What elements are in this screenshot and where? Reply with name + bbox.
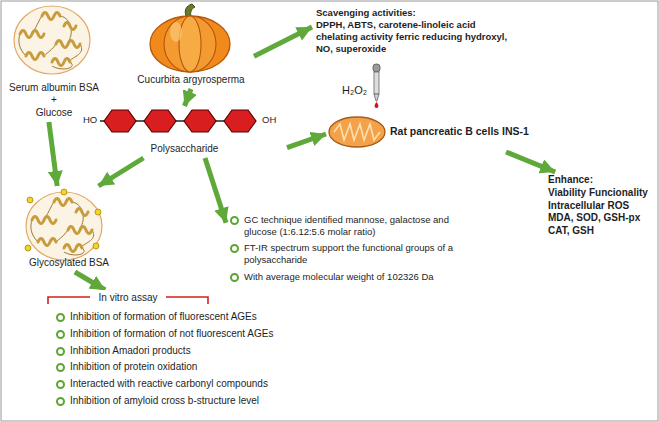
bullet-dot [56,330,65,339]
bullet-dot [56,397,65,406]
reagent-label: H₂O₂ [342,84,367,97]
pumpkin [150,4,230,72]
protein-node: Glycosylated BSA [10,186,128,272]
bullet-item: Interacted with reactive carbonyl compou… [56,378,310,391]
list-text: Inhibition of formation of not fluoresce… [70,328,310,341]
list-text: Inhibition of formation of fluorescent A… [70,311,310,324]
node-body: DPPH, ABTS, carotene-linoleic acid chela… [316,19,518,55]
bullet-item: Inhibition of formation of fluorescent A… [56,311,310,324]
chain-end-label: HO [83,114,97,125]
flow-arrow [49,122,57,186]
glycosylated-protein [25,189,102,260]
assay-label-box: In vitro assay [90,290,166,307]
list-text: With average molecular weight of 102326 … [244,271,472,283]
list-text: FT-IR spectrum support the functional gr… [244,242,472,266]
activity-text-box: Scavenging activities:DPPH, ABTS, carote… [312,5,522,58]
pipette [373,64,380,108]
bullet-item: Inhibition of amyloid cross b-structure … [56,395,310,408]
protein-node: Serum albumin BSA+Glucose [3,4,105,122]
bullet-item: Inhibition Amadori products [56,345,310,358]
node-label: Scavenging activities: [316,7,518,19]
bullet-item: With average molecular weight of 102326 … [230,271,472,283]
node-label: Rat pancreatic B cells INS-1 [390,125,562,138]
bullet-dot [230,216,239,225]
node-label: Enhance: [548,174,652,187]
node-label: Glycosylated BSA [14,257,124,270]
bsa-protein [14,6,90,74]
chain-end-label: OH [262,114,276,125]
list-text: Inhibition of amyloid cross b-structure … [70,395,310,408]
assay-list: Inhibition of formation of fluorescent A… [52,309,314,414]
bullet-dot [56,363,65,372]
flow-arrow [75,272,105,290]
node-label: Serum albumin BSA [7,82,101,95]
flow-arrow [287,134,326,148]
list-text: Inhibition Amadori products [70,345,310,358]
flow-arrow [205,158,226,223]
bullet-item: GC technique identified mannose, galacto… [230,214,472,238]
node-label: Cucurbita argyrosperma [132,74,250,87]
bullet-item: Inhibition of formation of not fluoresce… [56,328,310,341]
polysaccharide-node: Polysaccharide [82,106,287,158]
bullet-item: FT-IR spectrum support the functional gr… [230,242,472,266]
flow-arrow [99,158,144,186]
node-body: + [7,94,101,107]
polysaccharide-chain [100,110,256,132]
bullet-dot [56,347,65,356]
plant-node: Cucurbita argyrosperma [128,3,254,89]
beta-cell [329,117,385,147]
bullet-dot [56,380,65,389]
flow-arrow [185,89,192,106]
list-text: Interacted with reactive carbonyl compou… [70,378,310,391]
effect-text-box: Enhance:Viability Funcionality Intracell… [544,172,656,240]
node-body: Viability Funcionality Intracellular ROS… [548,187,652,238]
cell-node: Rat pancreatic B cells INS-1 [326,112,566,152]
bullet-item: Inhibition of protein oxidation [56,361,310,374]
result-list: GC technique identified mannose, galacto… [226,212,476,289]
node-label: In vitro assay [94,292,162,305]
list-text: Inhibition of protein oxidation [70,361,310,374]
flow-arrow [254,27,312,56]
flow-arrow [506,152,555,172]
bullet-dot [230,273,239,282]
bullet-dot [230,244,239,253]
list-text: GC technique identified mannose, galacto… [244,214,472,238]
node-label: Polysaccharide [86,143,283,156]
bullet-dot [56,313,65,322]
